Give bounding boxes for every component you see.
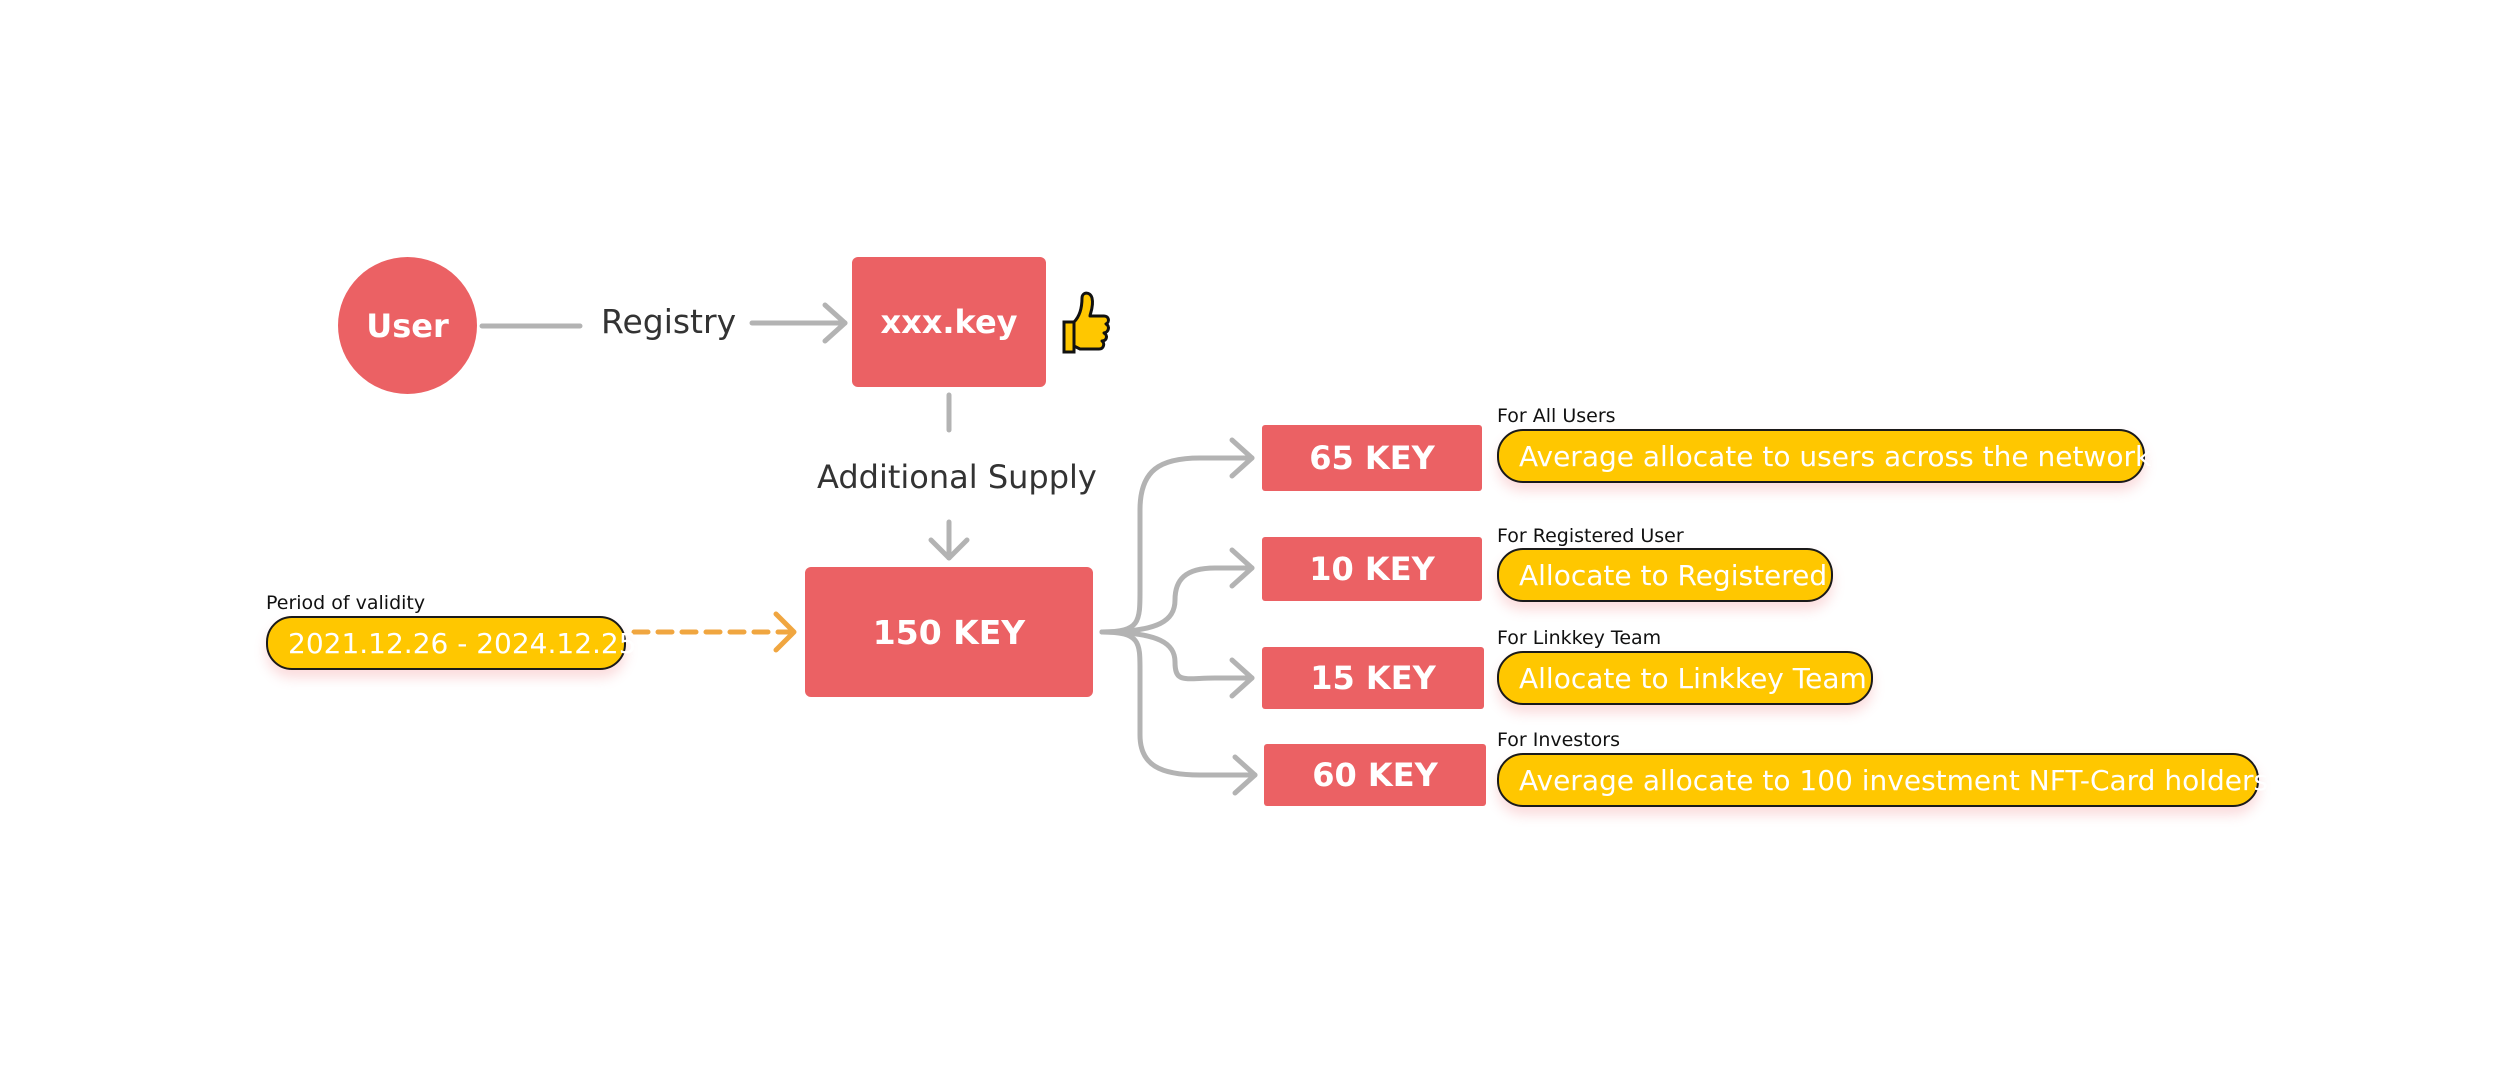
allocation-description-pill: Allocate to Linkkey Team: [1497, 651, 1873, 705]
branch-10-line: [1099, 565, 1255, 635]
supply-node: 150 KEY: [805, 567, 1093, 697]
allocation-caption: For Investors: [1497, 729, 1620, 751]
thumbs-up-glyph: [1062, 291, 1110, 354]
supply-node-label: 150 KEY: [872, 612, 1026, 652]
branch-15-arrowhead: [1229, 657, 1255, 699]
allocation-amount-node: 60 KEY: [1264, 744, 1486, 806]
registry-label: Registry: [601, 302, 737, 341]
branch-60-line: [1099, 629, 1258, 778]
domain-supply-arrowhead: [928, 537, 970, 561]
allocation-description-pill: Average allocate to 100 investment NFT-C…: [1497, 753, 2268, 807]
allocation-caption: For Registered User: [1497, 525, 1684, 547]
user-node-label: User: [366, 306, 449, 345]
thumbs-up-icon: [1050, 288, 1112, 367]
validity-arrowhead: [773, 611, 797, 653]
branch-60-arrowhead: [1232, 754, 1258, 796]
branch-10-arrowhead: [1229, 547, 1255, 589]
allocation-amount-node: 65 KEY: [1262, 425, 1482, 491]
validity-caption: Period of validity: [266, 592, 426, 614]
branch-65-line: [1099, 455, 1255, 635]
branch-15-line: [1099, 629, 1255, 682]
allocation-description-pill: Average allocate to users across the net…: [1497, 429, 2151, 483]
allocation-amount-node: 10 KEY: [1262, 537, 1482, 601]
allocation-amount-node: 15 KEY: [1262, 647, 1484, 709]
domain-node: xxx.key: [852, 257, 1046, 387]
branch-65-arrowhead: [1229, 437, 1255, 479]
allocation-caption: For Linkkey Team: [1497, 627, 1662, 649]
additional-supply-label: Additional Supply: [817, 458, 1097, 496]
domain-node-label: xxx.key: [880, 303, 1018, 341]
allocation-caption: For All Users: [1497, 405, 1616, 427]
allocation-amount-label: 60 KEY: [1312, 756, 1438, 794]
allocation-description-pill: Allocate to Registered: [1497, 548, 1833, 602]
allocation-amount-label: 10 KEY: [1309, 550, 1435, 588]
registry-domain-arrowhead: [822, 302, 848, 344]
allocation-amount-label: 65 KEY: [1309, 439, 1435, 477]
validity-pill: 2021.12.26 - 2024.12.25: [266, 616, 637, 670]
user-node: User: [338, 257, 477, 394]
allocation-amount-label: 15 KEY: [1310, 659, 1436, 697]
